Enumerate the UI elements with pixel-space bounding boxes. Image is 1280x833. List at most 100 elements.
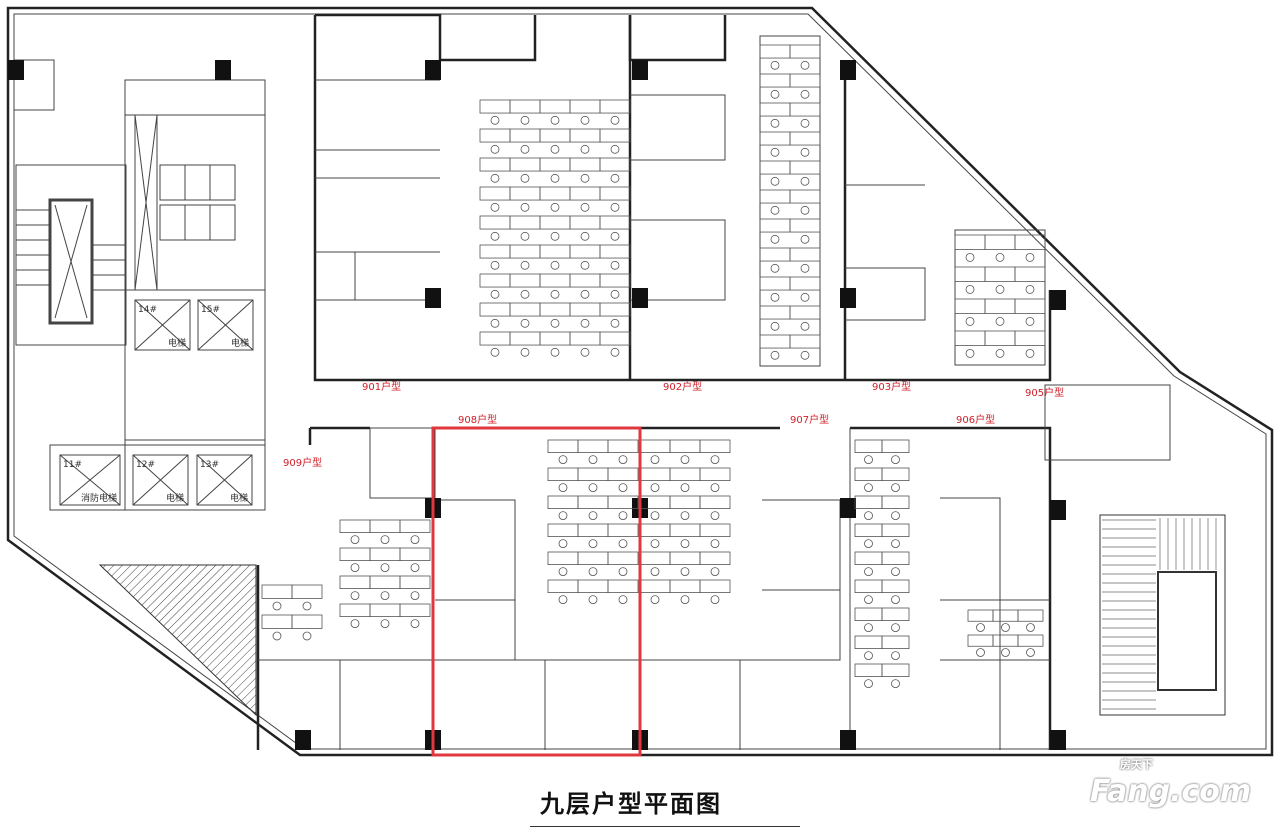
chair xyxy=(588,483,598,493)
desk xyxy=(759,160,791,175)
chair xyxy=(520,289,530,299)
chair xyxy=(380,591,390,600)
watermark-en: Fang.com xyxy=(1090,774,1252,809)
desk xyxy=(669,579,701,594)
desk xyxy=(992,634,1019,647)
chair xyxy=(610,289,620,299)
chair xyxy=(891,483,900,493)
desk-clusters xyxy=(261,44,1046,688)
desk xyxy=(759,73,791,88)
desk xyxy=(599,215,631,230)
desk xyxy=(984,298,1016,314)
desk xyxy=(599,302,631,317)
chair xyxy=(580,289,590,299)
chair xyxy=(350,619,360,628)
chair xyxy=(710,511,720,520)
chair xyxy=(800,321,810,331)
desk xyxy=(881,495,910,510)
desk xyxy=(1014,266,1046,282)
desk xyxy=(759,102,791,117)
chair xyxy=(618,483,628,493)
chair xyxy=(650,539,660,548)
chair xyxy=(800,118,810,128)
chair xyxy=(891,511,900,520)
chair xyxy=(618,455,628,465)
chair xyxy=(490,347,500,357)
desk xyxy=(881,523,910,538)
chair xyxy=(410,563,420,572)
core-area xyxy=(13,59,266,511)
chair xyxy=(770,234,780,244)
chair xyxy=(558,483,568,493)
elevator-label: 电梯 xyxy=(230,492,248,504)
chair xyxy=(558,567,568,576)
chair xyxy=(770,263,780,273)
desk xyxy=(992,609,1019,622)
desk xyxy=(881,551,910,566)
chair xyxy=(800,89,810,99)
chair xyxy=(520,144,530,154)
chair xyxy=(710,539,720,548)
desk xyxy=(639,551,671,566)
desk xyxy=(789,131,821,146)
chair xyxy=(588,455,598,465)
desk xyxy=(789,276,821,291)
chair xyxy=(770,176,780,186)
desk xyxy=(539,186,571,201)
unit-label-908: 908户型 xyxy=(458,413,497,426)
desk xyxy=(369,547,401,562)
chair xyxy=(891,679,900,688)
chair xyxy=(588,567,598,576)
chair xyxy=(580,347,590,357)
desk xyxy=(599,99,631,114)
chair xyxy=(410,535,420,544)
chair xyxy=(710,483,720,493)
desk xyxy=(1014,330,1046,346)
column xyxy=(1050,290,1066,310)
desk xyxy=(984,330,1016,346)
chair xyxy=(965,252,975,262)
desk xyxy=(509,215,541,230)
desk xyxy=(339,575,371,590)
chair xyxy=(550,202,560,212)
desk xyxy=(539,128,571,143)
chair xyxy=(995,252,1005,262)
desk xyxy=(599,128,631,143)
desk xyxy=(261,584,293,599)
chair xyxy=(864,679,873,688)
chair xyxy=(410,591,420,600)
chair xyxy=(520,260,530,270)
elevator-14: 14# 电梯 xyxy=(134,299,191,351)
column xyxy=(8,60,24,80)
chair xyxy=(680,539,690,548)
chair xyxy=(550,115,560,125)
desk xyxy=(569,128,601,143)
chair xyxy=(550,318,560,328)
unit-label-907: 907户型 xyxy=(790,413,829,426)
chair xyxy=(490,202,500,212)
chair xyxy=(770,292,780,302)
desk xyxy=(699,439,731,454)
chair xyxy=(710,595,720,604)
column xyxy=(840,288,856,308)
desk xyxy=(789,305,821,320)
desk xyxy=(881,663,910,678)
desk xyxy=(509,273,541,288)
chair xyxy=(770,118,780,128)
desk xyxy=(759,334,791,349)
desk xyxy=(569,215,601,230)
elevator-label: 电梯 xyxy=(168,337,186,349)
desk xyxy=(479,186,511,201)
desk xyxy=(759,44,791,59)
desk xyxy=(547,439,579,454)
desk xyxy=(854,467,883,482)
chair xyxy=(350,535,360,544)
desk xyxy=(639,439,671,454)
desk xyxy=(699,551,731,566)
page-title: 九层户型平面图 xyxy=(540,789,722,818)
chair xyxy=(995,348,1005,358)
stair-well xyxy=(1157,571,1217,691)
desk xyxy=(854,551,883,566)
desk xyxy=(854,495,883,510)
desk xyxy=(984,234,1016,250)
